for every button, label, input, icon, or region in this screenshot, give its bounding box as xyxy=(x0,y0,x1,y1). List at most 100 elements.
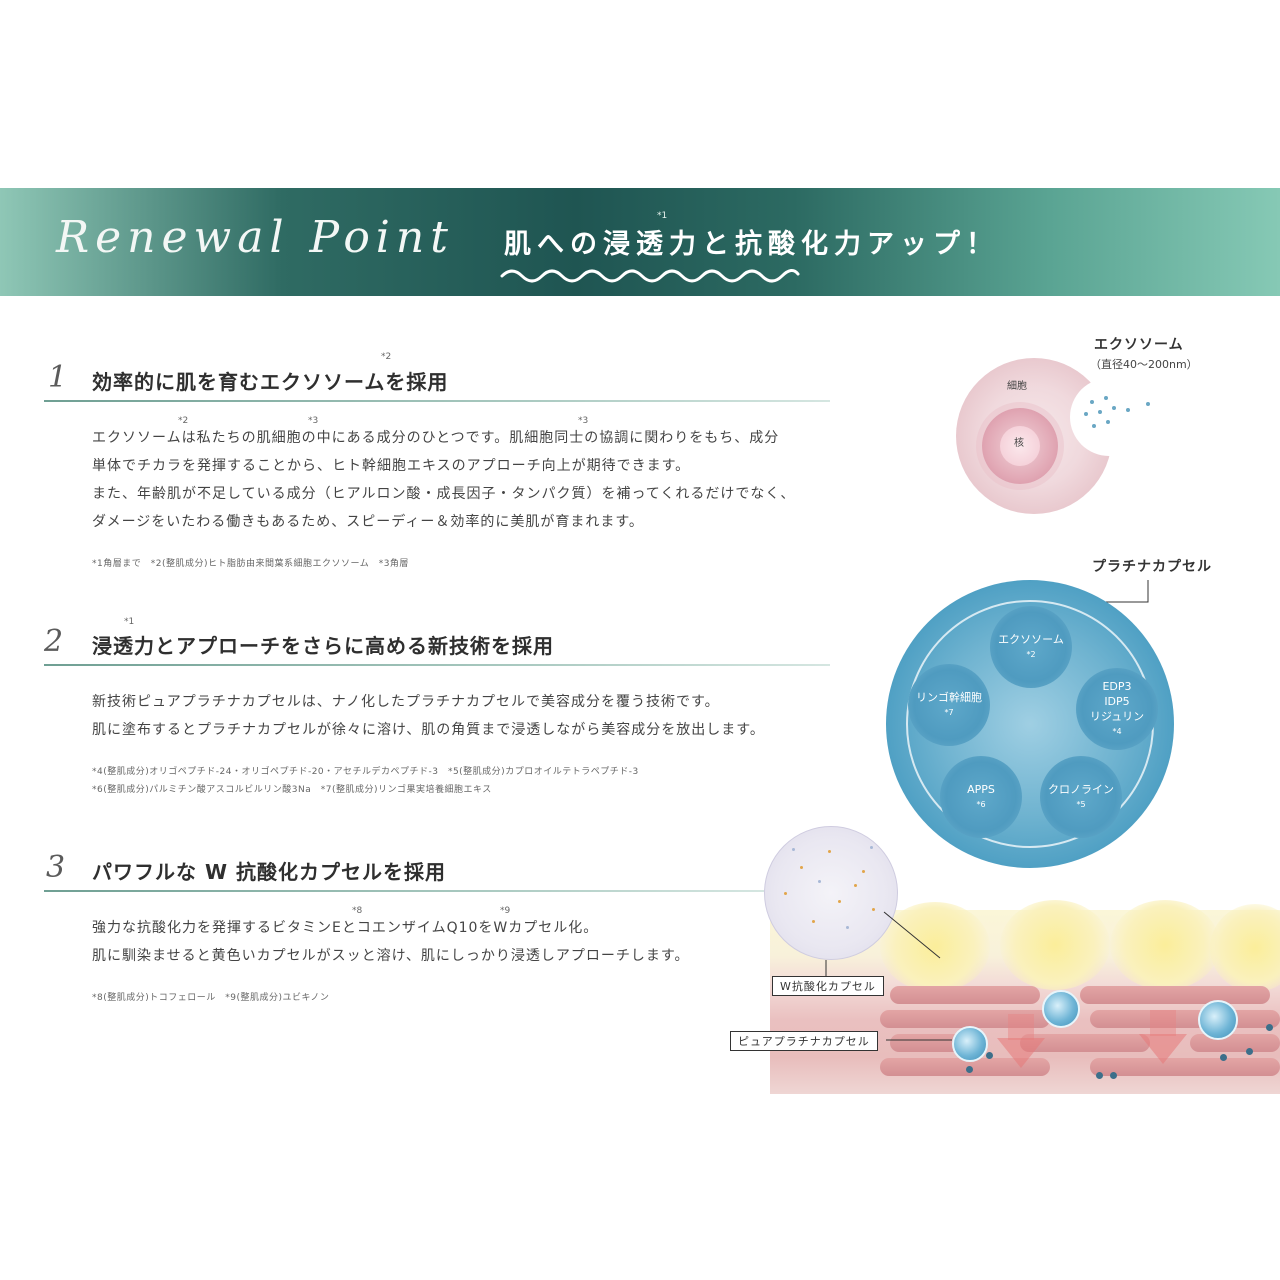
absorption-arrow-icon xyxy=(997,1038,1045,1068)
section-1-title: 効率的に肌を育むエクソソームを採用 xyxy=(92,370,449,394)
ingredient-label: エクソソーム xyxy=(998,633,1064,646)
platinum-capsule-callout: ピュアプラチナカプセル xyxy=(730,1031,878,1051)
headline-footnote-mark: *1 xyxy=(657,211,668,221)
section-1-title-note: *2 xyxy=(381,352,392,362)
section-3-body-line: 肌に馴染ませると黄色いカプセルがスッと溶け、肌にしっかり浸透しアプローチします。 xyxy=(92,948,690,964)
section-2-footnote: *4(整肌成分)オリゴペプチド-24・オリゴペプチド-20・アセチルデカペプチド… xyxy=(92,767,639,777)
section-2-title-note: *1 xyxy=(124,617,135,627)
ingredient-label: APPS xyxy=(967,783,995,796)
section-1-number: 1 xyxy=(48,360,68,395)
section-2-number: 2 xyxy=(44,624,64,659)
platinum-capsule-title: プラチナカプセル xyxy=(1092,559,1212,575)
platinum-leader-line xyxy=(1092,580,1149,603)
muscle-fiber xyxy=(880,1010,1050,1028)
exosome-dot xyxy=(1084,412,1088,416)
fat-cell xyxy=(1210,904,1280,992)
section-2-body-line: 肌に塗布するとプラチナカプセルが徐々に溶け、肌の角質まで浸透しながら美容成分を放… xyxy=(92,722,765,738)
ingredient-bubble-apps: APPS *6 xyxy=(940,756,1022,838)
renewal-point-logo: Renewal Point xyxy=(56,212,454,263)
section-3-body-note-2: *9 xyxy=(500,906,511,916)
headline: 肌への浸透力と抗酸化力アップ！ xyxy=(504,229,999,260)
ingredient-note: *6 xyxy=(976,800,986,809)
released-ingredient-dot xyxy=(986,1052,993,1059)
section-1-body-line: ダメージをいたわる働きもあるため、スピーディー＆効率的に美肌が育まれます。 xyxy=(92,514,644,530)
exosome-dot xyxy=(1106,420,1110,424)
section-1-body-line: 単体でチカラを発揮することから、ヒト幹細胞エキスのアプローチ向上が期待できます。 xyxy=(92,458,691,474)
section-1-footnote: *1角層まで *2(整肌成分)ヒト脂肪由来間葉系細胞エクソソーム *3角層 xyxy=(92,559,409,569)
speck xyxy=(854,884,857,887)
muscle-fiber xyxy=(1090,1058,1280,1076)
released-ingredient-dot xyxy=(1266,1024,1273,1031)
speck xyxy=(872,908,875,911)
absorption-arrow-icon xyxy=(1139,1034,1187,1064)
absorption-arrow-shaft xyxy=(1008,1014,1034,1040)
released-ingredient-dot xyxy=(1220,1054,1227,1061)
ingredient-label: クロノライン xyxy=(1048,783,1114,796)
exosome-dot xyxy=(1092,424,1096,428)
exosome-title: エクソソーム xyxy=(1094,337,1184,353)
speck xyxy=(862,870,865,873)
absorption-arrow-shaft xyxy=(1150,1010,1176,1036)
ingredient-bubble-exosome: エクソソーム *2 xyxy=(990,606,1072,688)
released-ingredient-dot xyxy=(1246,1048,1253,1055)
nucleus-label: 核 xyxy=(1014,438,1024,449)
section-2-footnote: *6(整肌成分)パルミチン酸アスコルビルリン酸3Na *7(整肌成分)リンゴ果実… xyxy=(92,785,492,795)
ingredient-label: リンゴ幹細胞 xyxy=(916,691,982,704)
section-1-body-note-2: *3 xyxy=(308,416,319,426)
wave-underline-icon xyxy=(500,269,800,283)
released-ingredient-dot xyxy=(966,1066,973,1073)
platinum-capsule-ball xyxy=(1198,1000,1238,1040)
ingredient-note: *2 xyxy=(1026,650,1036,659)
muscle-fiber xyxy=(890,986,1040,1004)
ingredient-note: *5 xyxy=(1076,800,1086,809)
cell-bite xyxy=(1070,378,1148,456)
section-3-body-note-1: *8 xyxy=(352,906,363,916)
section-3-number: 3 xyxy=(46,850,66,885)
ingredient-bubble-chronoline: クロノライン *5 xyxy=(1040,756,1122,838)
section-3-body-line: 強力な抗酸化力を発揮するビタミンEとコエンザイムQ10をWカプセル化。 xyxy=(92,920,599,936)
nucleus xyxy=(1000,426,1040,466)
section-2-divider xyxy=(44,664,830,666)
muscle-fiber xyxy=(1080,986,1270,1004)
speck xyxy=(846,926,849,929)
speck xyxy=(828,850,831,853)
section-3-body: 強力な抗酸化力を発揮するビタミンEとコエンザイムQ10をWカプセル化。 肌に馴染… xyxy=(92,914,772,970)
fat-cell xyxy=(1000,900,1110,990)
muscle-fiber xyxy=(890,1034,970,1052)
section-2-body-line: 新技術ピュアプラチナカプセルは、ナノ化したプラチナカプセルで美容成分を覆う技術で… xyxy=(92,694,720,710)
section-1-body-line: また、年齢肌が不足している成分（ヒアルロン酸・成長因子・タンパク質）を補ってくれ… xyxy=(92,486,796,502)
section-1-body-note-3: *3 xyxy=(578,416,589,426)
muscle-fiber xyxy=(1190,1034,1280,1052)
section-1-divider xyxy=(44,400,830,402)
exosome-dot xyxy=(1098,410,1102,414)
section-3-divider xyxy=(44,890,764,892)
exosome-dot xyxy=(1146,402,1150,406)
section-3-title: パワフルな W 抗酸化カプセルを採用 xyxy=(92,860,446,884)
section-1-body-note-1: *2 xyxy=(178,416,189,426)
fat-cell xyxy=(880,902,990,992)
speck xyxy=(800,866,803,869)
speck xyxy=(870,846,873,849)
ingredient-note: *7 xyxy=(944,708,954,717)
muscle-fiber xyxy=(1020,1034,1150,1052)
fat-cell xyxy=(1110,900,1220,990)
exosome-size: （直径40〜200nm） xyxy=(1090,358,1198,371)
section-1-body-line: エクソソームは私たちの肌細胞の中にある成分のひとつです。肌細胞同士の協調に関わり… xyxy=(92,430,780,446)
ingredient-bubble-apple-stem-cell: リンゴ幹細胞 *7 xyxy=(908,664,990,746)
exosome-dot xyxy=(1112,406,1116,410)
released-ingredient-dot xyxy=(1096,1072,1103,1079)
platinum-capsule-ball xyxy=(952,1026,988,1062)
exosome-dot xyxy=(1090,400,1094,404)
ingredient-bubble-edp3: EDP3 IDP5 リジュリン *4 xyxy=(1076,668,1158,750)
cell-label: 細胞 xyxy=(1007,381,1027,392)
speck xyxy=(818,880,821,883)
speck xyxy=(784,892,787,895)
exosome-dot xyxy=(1104,396,1108,400)
header-banner xyxy=(0,188,1280,296)
speck xyxy=(792,848,795,851)
released-ingredient-dot xyxy=(1110,1072,1117,1079)
exosome-dot xyxy=(1126,408,1130,412)
section-2-title: 浸透力とアプローチをさらに高める新技術を採用 xyxy=(92,634,554,658)
section-3-footnote: *8(整肌成分)トコフェロール *9(整肌成分)ユビキノン xyxy=(92,993,330,1003)
ingredient-label: EDP3 IDP5 リジュリン xyxy=(1089,680,1145,723)
